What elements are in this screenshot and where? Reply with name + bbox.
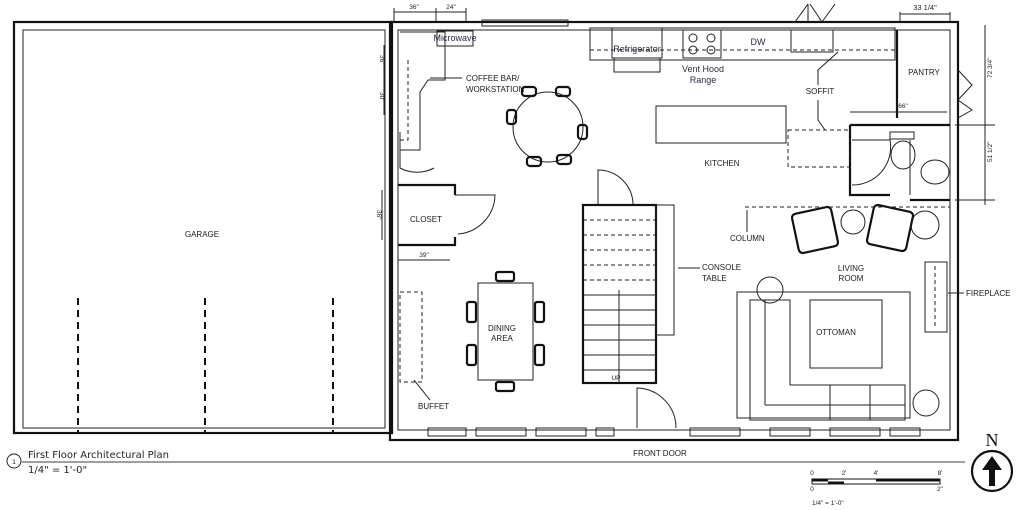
range [682,29,722,59]
title-block: 1 First Floor Architectural Plan 1/4" = … [6,450,965,476]
soffit [787,129,851,168]
ottoman [809,299,883,369]
garage: GARAGE [12,20,394,435]
living-room-furniture [736,203,950,421]
svg-text:0: 0 [810,470,814,477]
column [840,209,866,235]
fireplace-label: FIREPLACE [966,289,1010,298]
buffet-label: BUFFET [418,402,449,411]
svg-text:66": 66" [898,103,908,110]
range-label: Range [690,75,717,85]
armchair [790,205,840,255]
door-swing [455,194,496,235]
room-label-closet: CLOSET [410,215,442,224]
front-door[interactable] [636,387,677,429]
room-label-kitchen: KITCHEN [704,159,739,168]
plan-title: First Floor Architectural Plan [28,450,169,461]
svg-text:2': 2' [842,470,847,477]
svg-text:39": 39" [419,252,429,259]
svg-text:1/4" = 1'-0": 1/4" = 1'-0" [812,500,844,507]
dimensions: 36" 24" 33 1/4" 36" 30" 36" 39" 66" 72 3… [375,3,995,261]
view-number: 1 [12,459,16,466]
microwave-label: Microwave [433,33,476,43]
coffee-bar-label: WORKSTATION [466,85,525,94]
svg-text:4': 4' [874,470,879,477]
bathroom [889,131,950,185]
buffet [399,291,423,383]
north-label: N [986,430,999,450]
svg-text:51 1/2": 51 1/2" [987,141,994,162]
console-table-label: TABLE [702,274,727,283]
breakfast-table [505,85,589,168]
svg-text:0: 0 [810,486,814,493]
room-label-dining: DINING [488,324,516,333]
svg-text:72 3/4": 72 3/4" [987,57,994,78]
coffee-bar-label: COFFEE BAR/ [466,74,520,83]
rug [736,291,911,419]
door-swing [399,132,435,173]
door-swing [851,139,892,186]
door-swing [597,169,634,206]
column-label: COLUMN [730,234,765,243]
plan-scale: 1/4" = 1'-0" [28,465,87,476]
fireplace [924,261,948,333]
staircase: UP [581,203,675,385]
dimension-top-right: 33 1/4" [913,3,937,12]
soffit-label: SOFFIT [806,87,835,96]
console-table-label: CONSOLE [702,263,741,272]
house-walls [388,3,973,442]
scale-bar: 0 2' 4' 8' 0 2" 1/4" = 1'-0" [810,470,943,507]
room-label-living: ROOM [839,274,864,283]
kitchen-island [655,105,787,144]
svg-text:2": 2" [937,486,944,493]
north-arrow: N [970,430,1014,493]
svg-text:30": 30" [378,92,385,102]
door-swing [794,3,836,23]
door-swing [957,69,973,119]
svg-text:36": 36" [375,210,382,220]
sofa [749,299,906,421]
dishwasher-label: DW [751,37,766,47]
room-label-dining: AREA [491,334,513,343]
svg-text:8': 8' [938,470,943,477]
armchair [865,203,915,253]
vent-hood-label: Vent Hood [682,64,724,74]
stairs-up-label: UP [611,375,620,382]
ottoman-label: OTTOMAN [816,328,856,337]
sink [790,29,834,53]
console-table [655,204,675,336]
room-label-pantry: PANTRY [908,68,940,77]
room-label-living: LIVING [838,264,864,273]
front-door-label: FRONT DOOR [633,449,687,458]
svg-text:36": 36" [378,55,385,65]
svg-text:24": 24" [446,4,456,11]
north-arrow-icon [982,456,1002,486]
refrigerator-label: Refrigerator [613,44,661,54]
kitchen-cabinets: Microwave Refrigerator Vent Hood Range D… [400,27,896,168]
room-label-garage: GARAGE [185,230,219,239]
dining-set [399,270,546,393]
svg-text:36": 36" [409,4,419,11]
